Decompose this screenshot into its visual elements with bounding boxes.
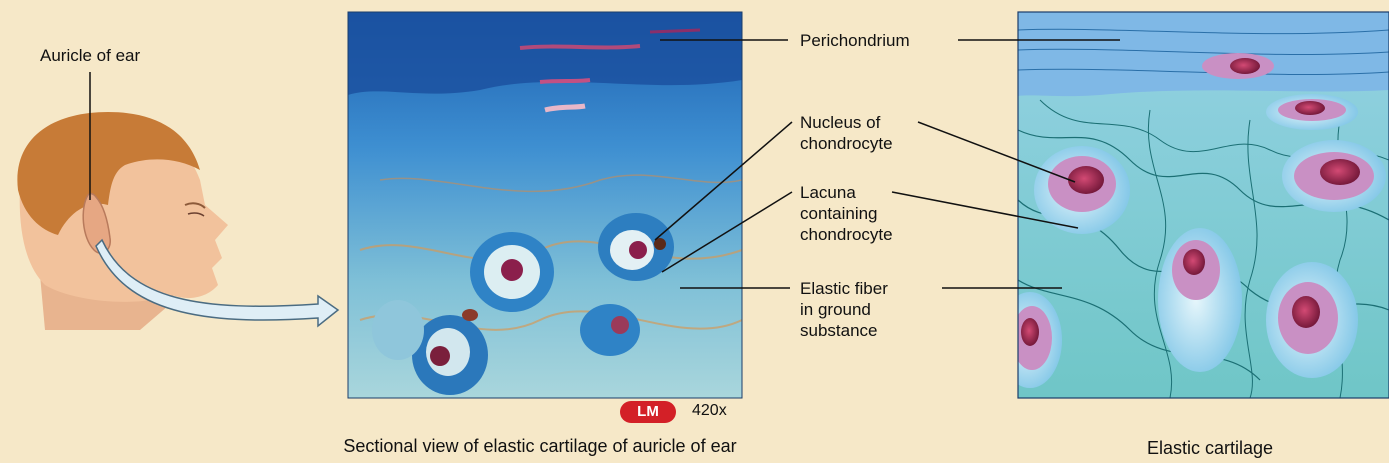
label-auricle-of-ear: Auricle of ear bbox=[40, 45, 140, 66]
micro-streak bbox=[650, 30, 700, 32]
label-nucleus-of-chondrocyte: Nucleus of chondrocyte bbox=[800, 112, 893, 154]
label-elastic-fiber: Elastic fiber in ground substance bbox=[800, 278, 888, 341]
drawing-nucleus bbox=[1021, 318, 1039, 346]
caption-micrograph: Sectional view of elastic cartilage of a… bbox=[300, 436, 780, 457]
caption-drawing: Elastic cartilage bbox=[1060, 438, 1360, 459]
micro-lacuna bbox=[372, 300, 424, 360]
micro-nucleus bbox=[629, 241, 647, 259]
drawing-nucleus bbox=[1068, 166, 1104, 194]
head-illustration bbox=[17, 72, 338, 330]
drawing-nucleus bbox=[1230, 58, 1260, 74]
micro-streak bbox=[520, 46, 640, 48]
drawing-nucleus bbox=[1183, 249, 1205, 275]
drawing-nucleus bbox=[1320, 159, 1360, 185]
magnification-label: 420x bbox=[692, 402, 727, 420]
micro-nucleus-dark bbox=[462, 309, 478, 321]
micro-nucleus bbox=[501, 259, 523, 281]
micrograph bbox=[348, 12, 742, 398]
micro-streak bbox=[540, 80, 590, 82]
drawing-nucleus bbox=[1292, 296, 1320, 328]
micro-nucleus bbox=[611, 316, 629, 334]
lm-badge: LM bbox=[620, 401, 676, 423]
drawing-nucleus bbox=[1295, 101, 1325, 115]
cartilage-drawing bbox=[998, 12, 1389, 398]
label-lacuna-containing-chondrocyte: Lacuna containing chondrocyte bbox=[800, 182, 893, 245]
micro-nucleus bbox=[430, 346, 450, 366]
micro-lacuna bbox=[580, 304, 640, 356]
label-perichondrium: Perichondrium bbox=[800, 30, 910, 51]
